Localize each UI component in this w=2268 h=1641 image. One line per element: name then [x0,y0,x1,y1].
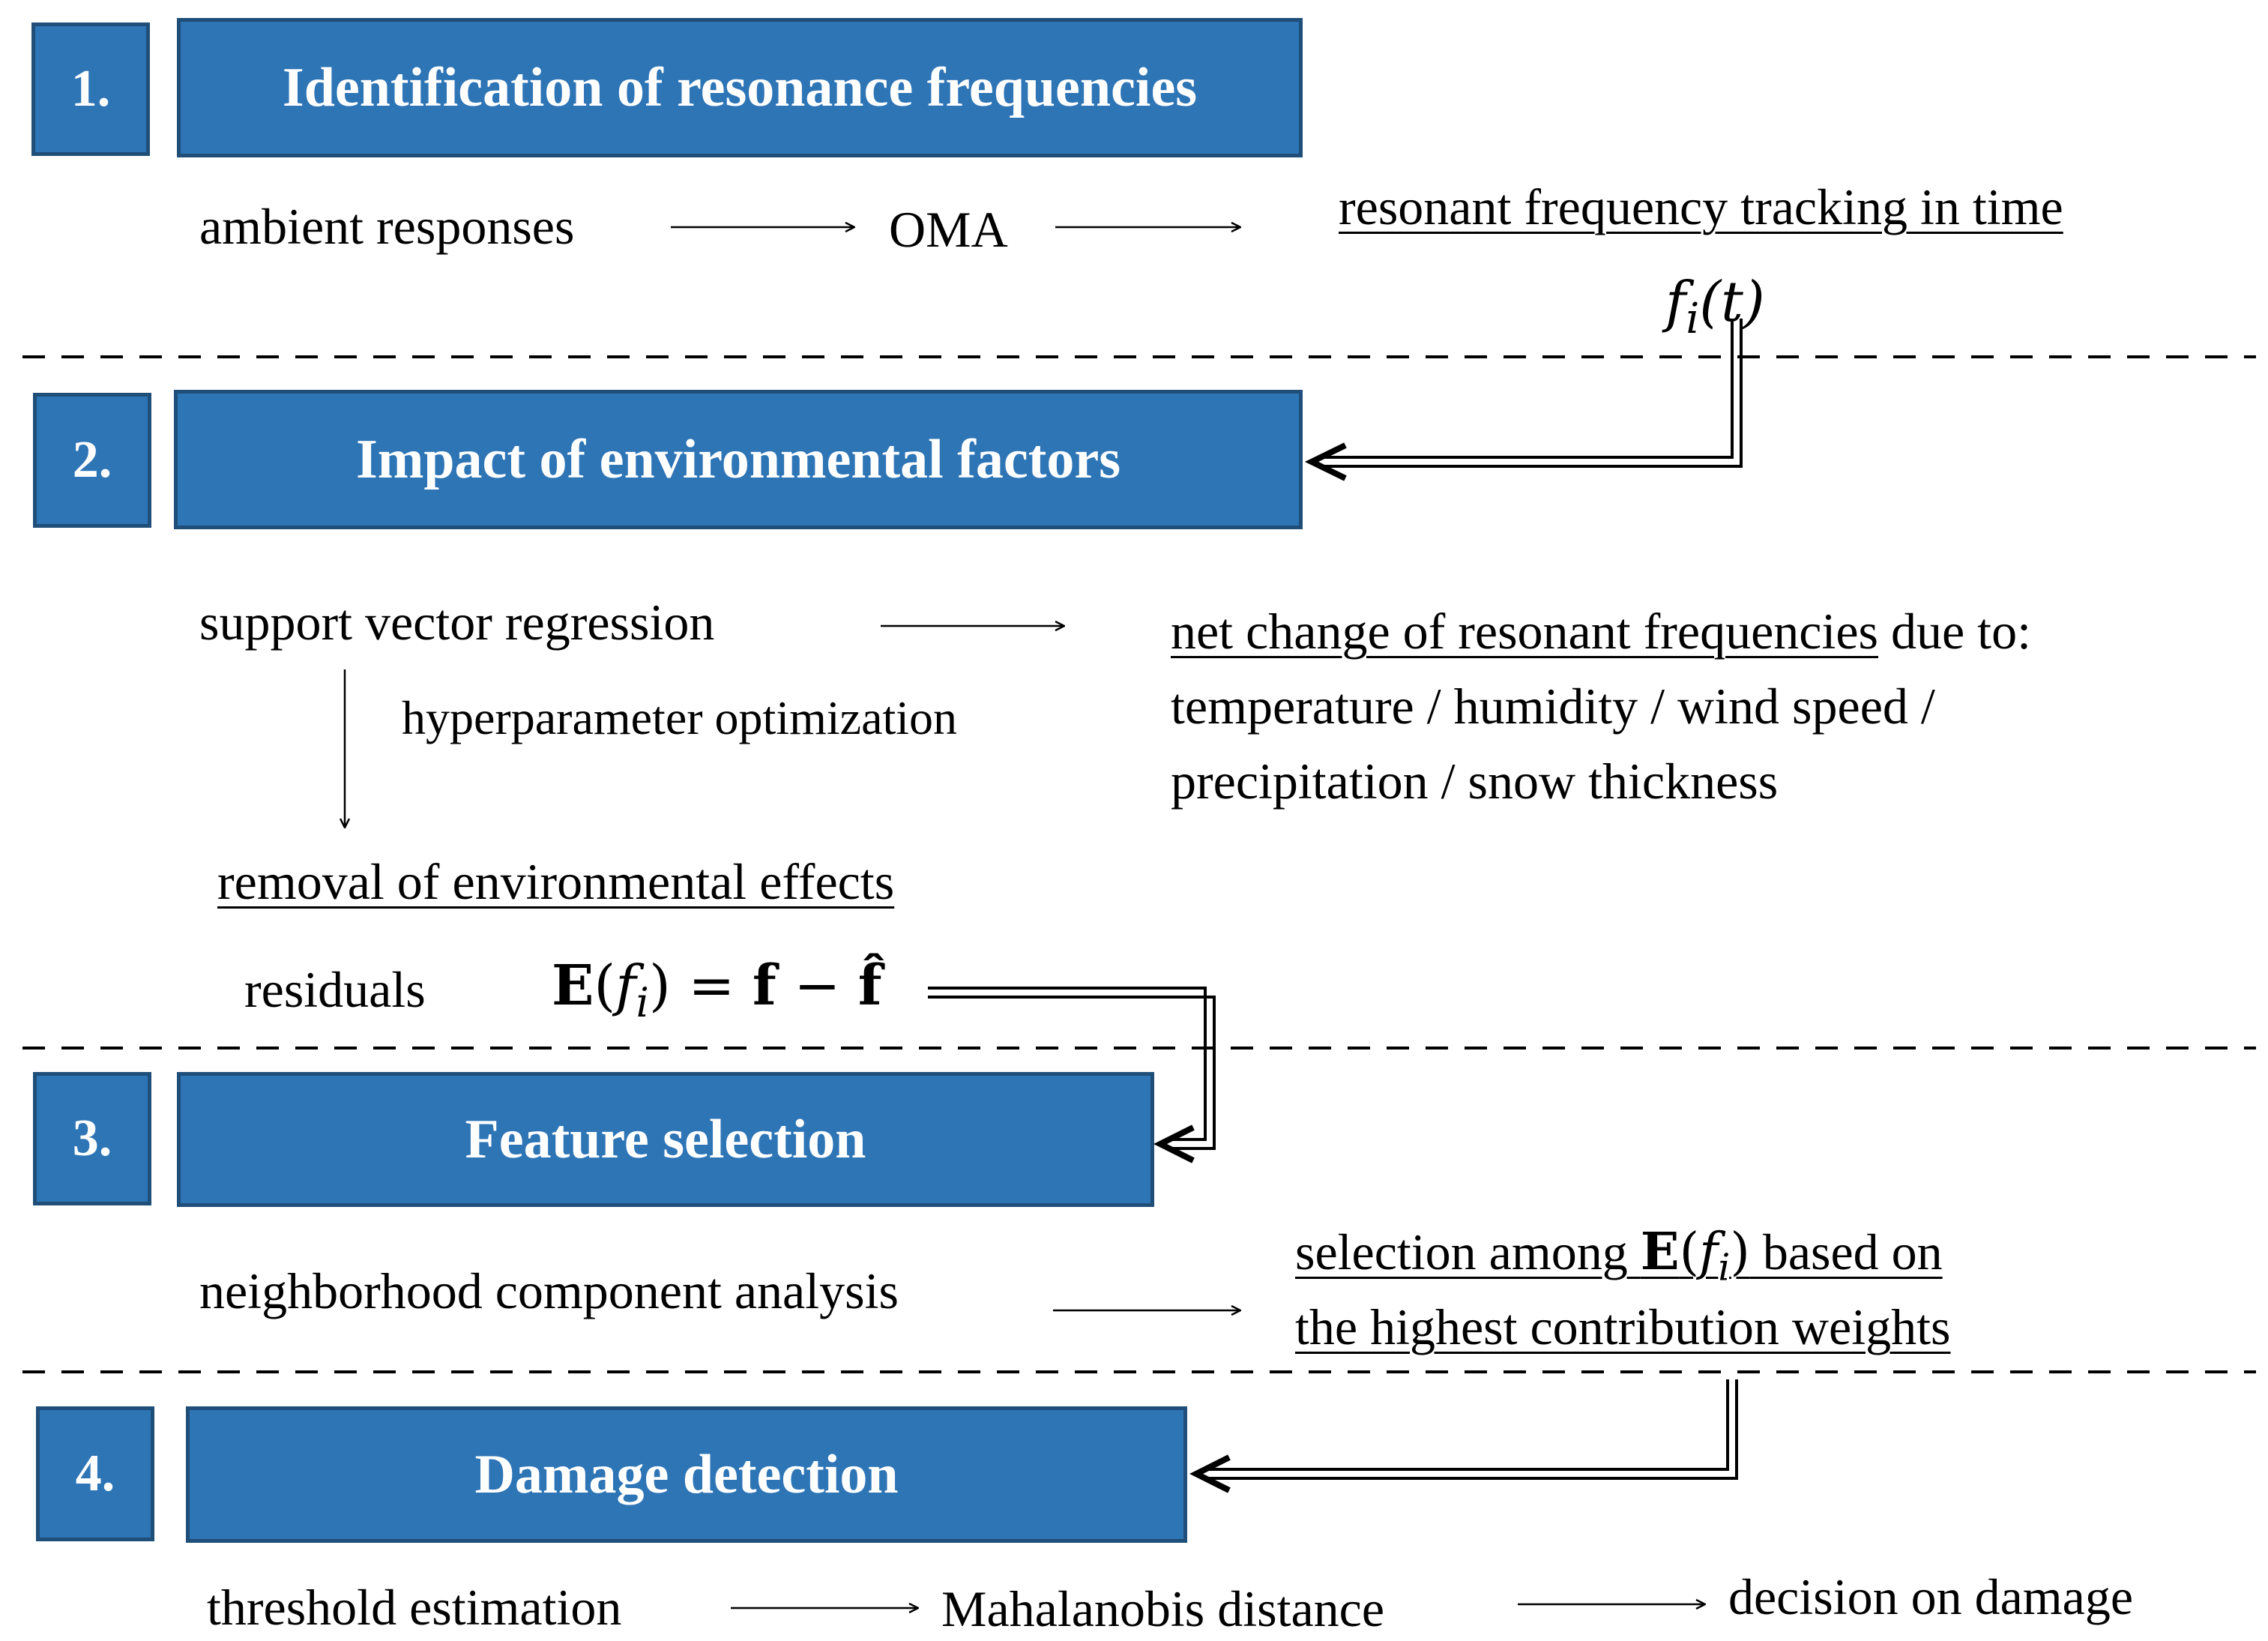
formula-f: f [1665,270,1686,334]
out1-close: ) [1730,1223,1750,1282]
out1-E: E [1640,1222,1680,1282]
stage1-method: OMA [889,201,1008,258]
stage1-output: resonant frequency tracking in time [1339,178,2063,235]
stage3-output-line2: the highest contribution weights [1295,1298,1951,1355]
stage3-output-line1: selection among E(fi) based on [1295,1226,1943,1286]
stage1-formula: fi(t) [1665,274,1765,340]
stage2-output-underlined: net change of resonant frequencies [1171,603,1878,660]
stage4-step1: threshold estimation [207,1579,622,1636]
stage2-equation: E(fi) = f − f̂ [552,958,882,1023]
formula-t: (t) [1699,270,1765,334]
stage2-factors-line2: precipitation / snow thickness [1171,753,1779,810]
eq-i: i [636,978,649,1026]
stage2-output: net change of resonant frequencies due t… [1171,606,2031,657]
eq-close: ) = [648,954,753,1018]
stage-2-number: 2. [33,393,151,528]
stage4-step2: Mahalanobis distance [941,1580,1385,1637]
stage2-removal: removal of environmental effects [217,853,895,910]
stage2-factors-line1: temperature / humidity / wind speed / [1171,678,1935,735]
eq-fhat: f̂ [857,954,882,1018]
formula-i: i [1686,294,1700,343]
eq-E: E [552,954,594,1018]
connector-residuals-to-stage3 [928,987,1216,1163]
stage1-input: ambient responses [199,198,575,255]
stage-2-title: Impact of environmental factors [174,390,1303,529]
stage3-method: neighborhood component analysis [199,1262,899,1319]
eq-open: ( [594,954,616,1018]
eq-rhs-f: f [752,954,776,1018]
stage2-sub: hyperparameter optimization [402,691,958,744]
out1-b: based on [1749,1223,1943,1280]
stage-1-number: 1. [31,22,150,156]
out1-a: selection among [1295,1223,1641,1280]
stage4-step3: decision on damage [1728,1568,2134,1625]
eq-minus: − [776,954,858,1018]
stage-1-title: Identification of resonance frequencies [177,18,1303,157]
stage2-method: support vector regression [199,594,715,651]
stage-4-number: 4. [36,1406,154,1541]
stage2-output-rest: due to: [1878,603,2031,660]
eq-f: f [615,954,636,1018]
out1-f: f [1699,1223,1719,1282]
stage2-residuals: residuals [244,961,426,1018]
out1-open: ( [1679,1223,1700,1282]
connector-stage3-to-stage4 [1189,1379,1738,1493]
stage-4-title: Damage detection [186,1406,1187,1543]
out1-i: i [1718,1245,1731,1289]
stage-3-number: 3. [33,1072,151,1205]
stage-3-title: Feature selection [177,1072,1154,1207]
connector-stage1-to-stage2 [1304,319,1743,481]
